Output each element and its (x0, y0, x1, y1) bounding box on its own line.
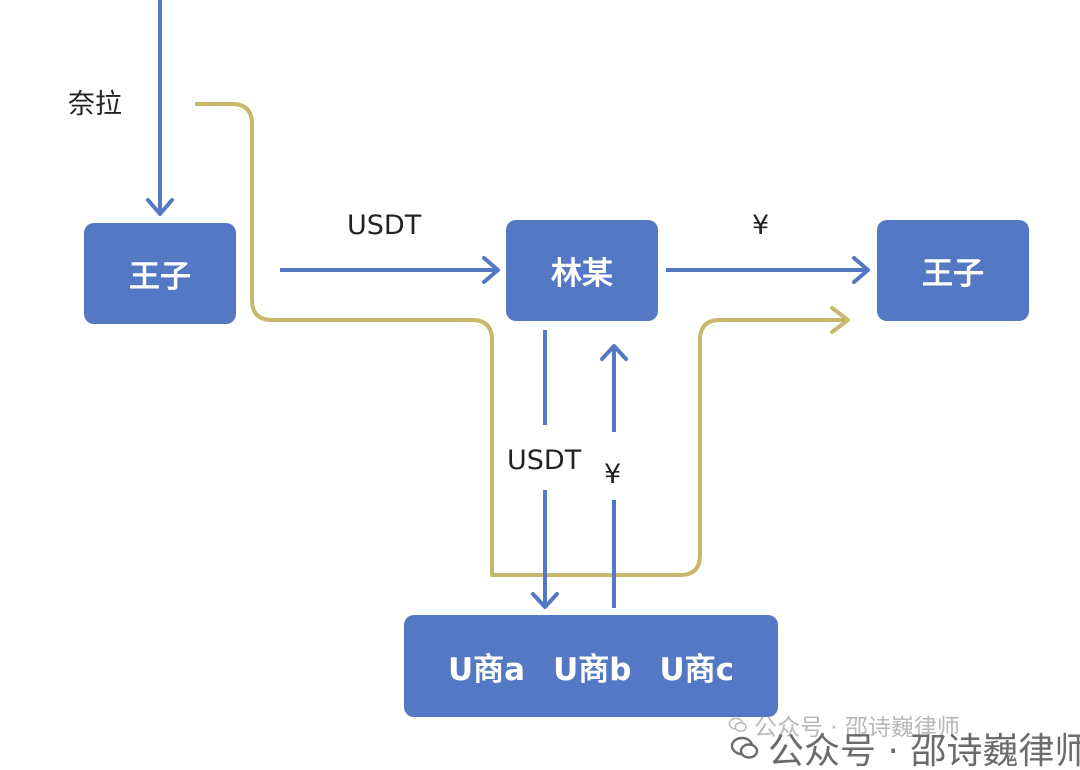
watermark-big: 公众号 · 邵诗巍律师 (730, 722, 1080, 770)
label-nala: 奈拉 (68, 89, 122, 120)
usdt-arrow-top-head (482, 256, 500, 284)
label-yen-top: ¥ (752, 210, 770, 241)
watermark-small-text: 公众号 · 邵诗巍律师 (754, 715, 960, 741)
label-yen-up: ¥ (604, 459, 622, 490)
u-merchant-c: U商c (659, 651, 735, 688)
node-wangzi-left: 王子 (84, 223, 236, 324)
watermark-small: 公众号 · 邵诗巍律师 (728, 708, 960, 742)
usdt-arrow-down-head (531, 592, 559, 609)
node-wangzi-right: 王子 (877, 220, 1029, 321)
yen-arrow-up-head (600, 344, 628, 361)
watermark-big-text: 公众号 · 邵诗巍律师 (768, 731, 1080, 770)
naira-arrowhead (146, 198, 174, 216)
u-merchant-a: U商a (447, 651, 526, 688)
node-lin-label: 林某 (551, 256, 613, 292)
yen-arrow-top-head (852, 256, 870, 284)
wechat-icon (728, 717, 747, 733)
node-u-merchants: U商a U商b U商c (404, 615, 778, 717)
label-usdt-top: USDT (347, 210, 422, 241)
u-merchant-b: U商b (553, 651, 632, 688)
gold-flow-path (195, 102, 846, 577)
node-lin: 林某 (506, 220, 658, 321)
gold-flow-arrowhead (830, 306, 850, 334)
node-wangzi-left-label: 王子 (129, 259, 191, 295)
node-wangzi-right-label: 王子 (922, 256, 984, 292)
label-usdt-down: USDT (507, 445, 582, 476)
wechat-icon (730, 736, 759, 759)
